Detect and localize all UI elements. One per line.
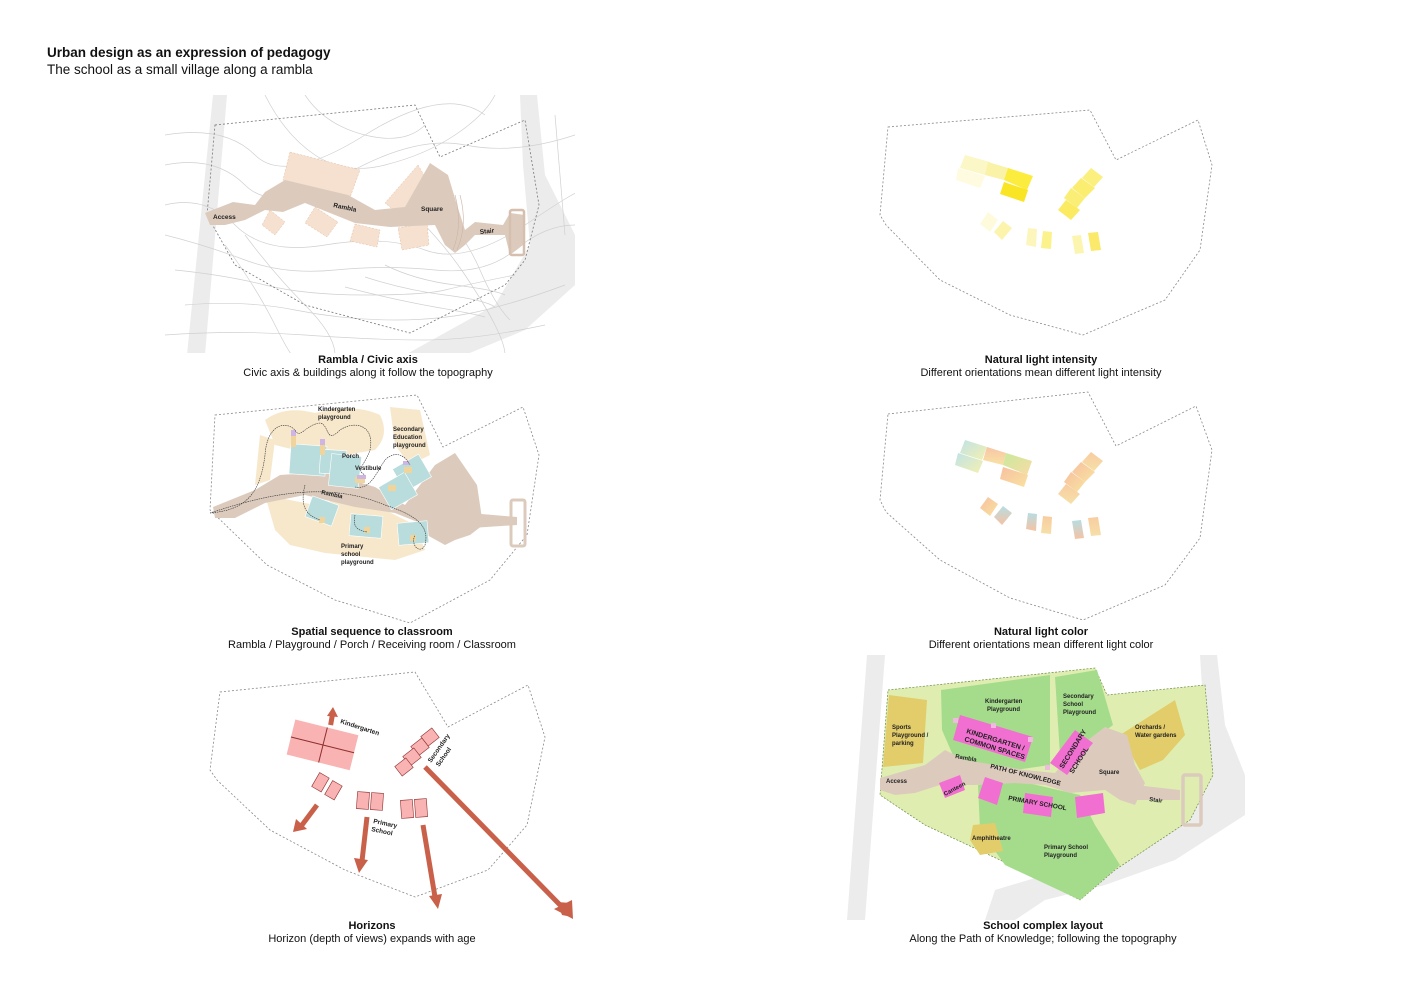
light-intensity-map bbox=[879, 109, 1213, 336]
caption-title: Natural light color bbox=[993, 626, 1089, 638]
caption-title: Spatial sequence to classroom bbox=[291, 626, 453, 638]
label-secondary-3: playground bbox=[393, 443, 426, 449]
caption-title: Horizons bbox=[348, 920, 396, 932]
page-header: Urban design as an expression of pedagog… bbox=[47, 45, 331, 78]
label-secondary-playground-3: Playground bbox=[1063, 710, 1096, 716]
label-square: Square bbox=[1099, 770, 1120, 776]
label-kindergarten-playground-2: playground bbox=[318, 415, 351, 421]
label-amphitheatre: Amphitheatre bbox=[972, 836, 1011, 842]
caption-subtitle: Horizon (depth of views) expands with ag… bbox=[268, 933, 476, 945]
label-access: Access bbox=[213, 214, 236, 221]
label-porch: Porch bbox=[342, 454, 359, 460]
panel-light-intensity bbox=[870, 109, 1220, 350]
caption-title: Natural light intensity bbox=[984, 354, 1098, 366]
caption-subtitle: Rambla / Playground / Porch / Receiving … bbox=[228, 639, 516, 651]
caption-title: Rambla / Civic axis bbox=[318, 354, 418, 366]
caption-school-layout: School complex layout Along the Path of … bbox=[833, 920, 1253, 946]
caption-horizons: Horizons Horizon (depth of views) expand… bbox=[162, 920, 582, 946]
label-primary-1: Primary bbox=[341, 544, 364, 550]
label-rambla: Rambla bbox=[955, 754, 978, 764]
caption-subtitle: Different orientations mean different li… bbox=[920, 367, 1162, 379]
label-rambla: Rambla bbox=[321, 490, 344, 501]
label-secondary-playground-2: School bbox=[1063, 702, 1083, 708]
caption-title: School complex layout bbox=[983, 920, 1103, 932]
label-primary-playground-1: Primary School bbox=[1044, 845, 1088, 851]
label-primary-2: School bbox=[371, 826, 394, 837]
label-secondary-playground-1: Secondary bbox=[1063, 694, 1094, 700]
page-title: Urban design as an expression of pedagog… bbox=[47, 45, 331, 60]
label-secondary-1: Secondary bbox=[393, 427, 424, 433]
label-secondary-2: Education bbox=[393, 435, 422, 441]
label-access: Access bbox=[886, 779, 908, 785]
label-primary-1: Primary bbox=[373, 818, 399, 830]
label-primary-2: school bbox=[341, 552, 361, 558]
label-sports-3: parking bbox=[892, 741, 914, 747]
label-kindergarten-playground-1: Kindergarten bbox=[985, 699, 1023, 705]
horizons-map: Kindergarten Secondary School Primary Sc… bbox=[209, 671, 573, 919]
label-orchards-2: Water gardens bbox=[1135, 733, 1177, 739]
panel-school-layout: Kindergarten Playground Secondary School… bbox=[845, 655, 1245, 920]
label-primary-3: playground bbox=[341, 560, 374, 566]
caption-subtitle: Different orientations mean different li… bbox=[928, 639, 1154, 651]
panel-rambla-civic-axis: Access Rambla Square Stair bbox=[165, 95, 575, 355]
label-kindergarten-playground-2: Playground bbox=[987, 707, 1020, 713]
light-color-map bbox=[879, 391, 1213, 621]
caption-light-intensity: Natural light intensity Different orient… bbox=[831, 354, 1251, 380]
caption-spatial-sequence: Spatial sequence to classroom Rambla / P… bbox=[162, 626, 582, 652]
label-sports-1: Sports bbox=[892, 725, 912, 731]
rambla-map: Access Rambla Square Stair bbox=[165, 95, 575, 353]
caption-subtitle: Along the Path of Knowledge; following t… bbox=[909, 933, 1177, 945]
page-subtitle: The school as a small village along a ra… bbox=[47, 62, 313, 77]
spatial-sequence-map: Kindergarten playground Secondary Educat… bbox=[209, 394, 540, 624]
caption-subtitle: Civic axis & buildings along it follow t… bbox=[243, 367, 493, 379]
label-sports-2: Playground / bbox=[892, 733, 929, 739]
caption-rambla: Rambla / Civic axis Civic axis & buildin… bbox=[158, 354, 578, 380]
caption-light-color: Natural light color Different orientatio… bbox=[831, 626, 1251, 652]
panel-light-color bbox=[870, 390, 1220, 630]
label-vestibule: Vestibule bbox=[355, 466, 382, 472]
label-orchards-1: Orchards / bbox=[1135, 725, 1165, 731]
label-primary-playground-2: Playground bbox=[1044, 853, 1077, 859]
label-kindergarten-playground-1: Kindergarten bbox=[318, 407, 356, 413]
label-stair: Stair bbox=[1149, 797, 1164, 805]
school-layout-map: Kindergarten Playground Secondary School… bbox=[847, 655, 1245, 920]
label-stair: Stair bbox=[479, 227, 495, 236]
label-square: Square bbox=[421, 206, 443, 213]
panel-spatial-sequence: Kindergarten playground Secondary Educat… bbox=[205, 394, 545, 625]
panel-horizons: Kindergarten Secondary School Primary Sc… bbox=[205, 665, 585, 925]
label-rambla: Rambla bbox=[333, 202, 358, 214]
